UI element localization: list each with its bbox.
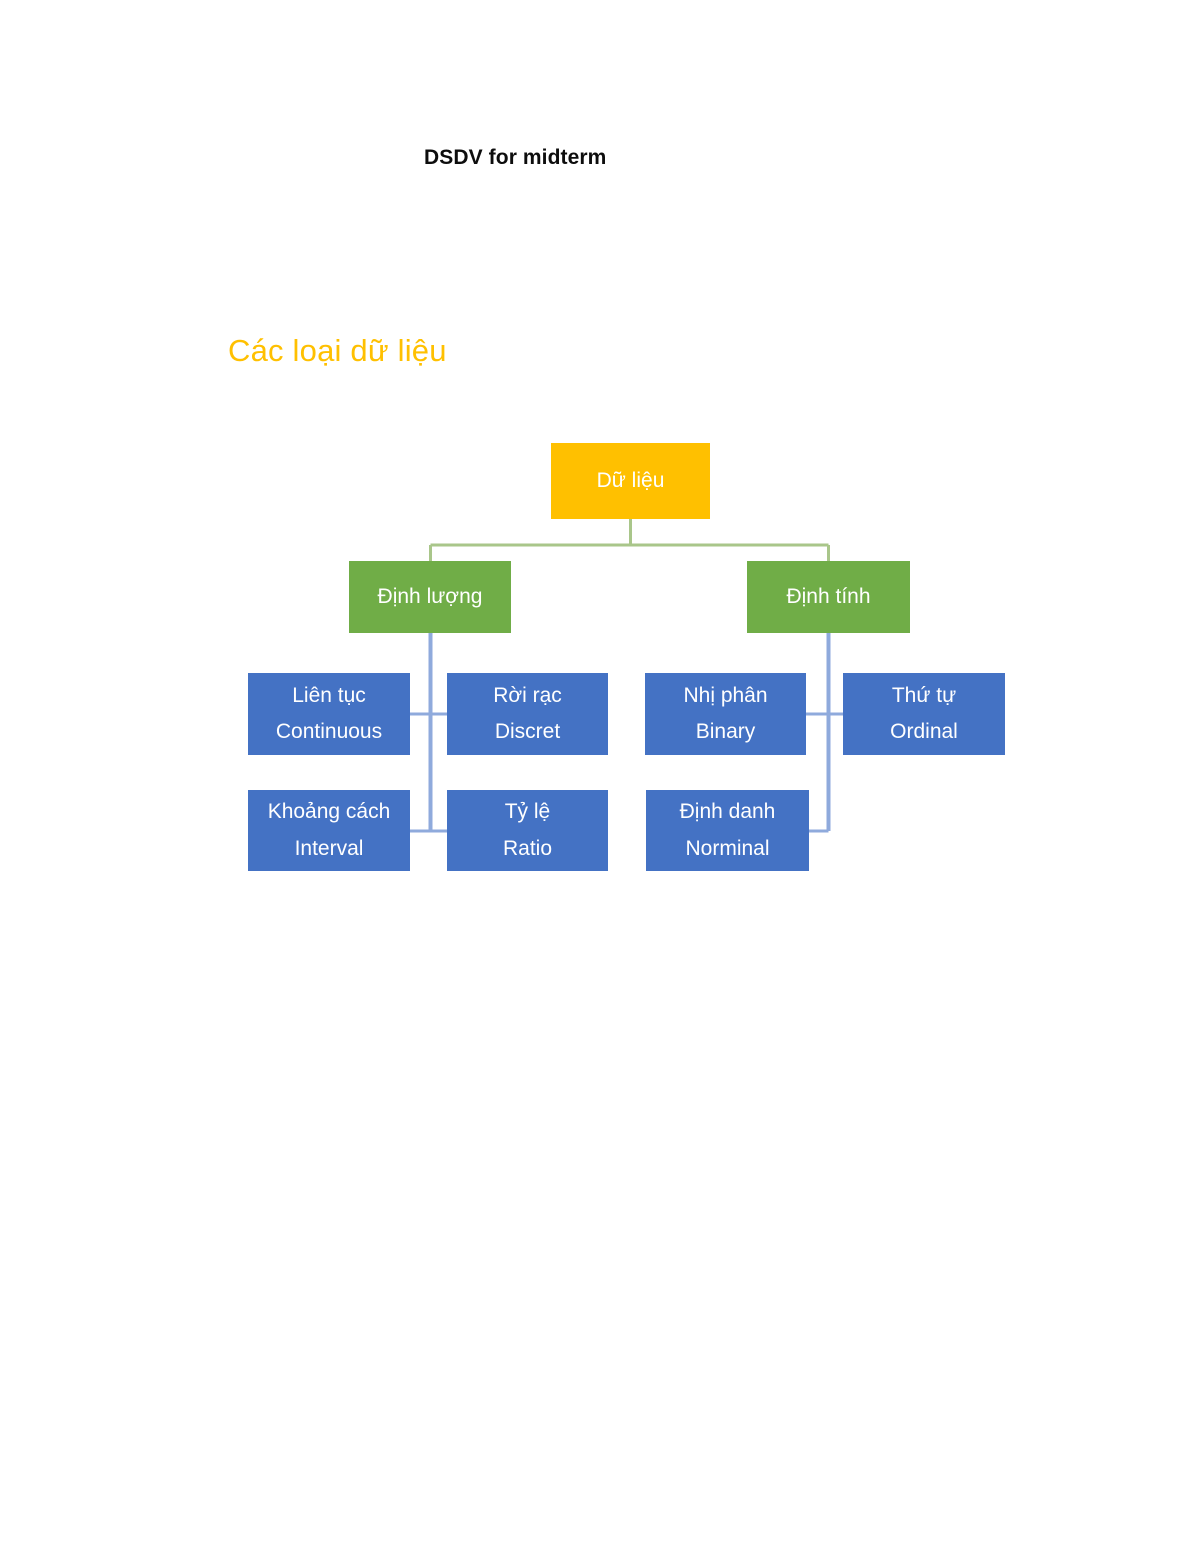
tree-node-ratio-label-en: Ratio: [502, 836, 553, 860]
tree-node-ratio-label-vi: Tỷ lệ: [504, 800, 551, 824]
tree-node-qualitative-label: Định tính: [786, 584, 871, 608]
tree-node-ratio[interactable]: Tỷ lệ Ratio: [447, 790, 608, 871]
tree-node-continuous-label-vi: Liên tục: [292, 683, 366, 707]
tree-node-ordinal-label-en: Ordinal: [890, 720, 958, 743]
tree-node-binary-label-vi: Nhị phân: [683, 683, 768, 707]
tree-node-ordinal[interactable]: Thứ tự Ordinal: [843, 673, 1005, 755]
tree-node-discret[interactable]: Rời rạc Discret: [447, 673, 608, 755]
tree-node-discret-label-en: Discret: [494, 720, 561, 743]
tree-node-continuous-label-en: Continuous: [275, 720, 383, 743]
page-title: DSDV for midterm: [424, 146, 607, 169]
tree-node-quantitative-label: Định lượng: [377, 584, 483, 608]
tree-node-interval-label-vi: Khoảng cách: [267, 800, 391, 824]
tree-node-binary-label-en: Binary: [695, 720, 756, 743]
tree-node-qualitative[interactable]: Định tính: [747, 561, 910, 633]
tree-node-ordinal-label-vi: Thứ tự: [891, 683, 957, 707]
tree-node-root-label: Dữ liệu: [596, 468, 665, 492]
tree-node-quantitative[interactable]: Định lượng: [349, 561, 511, 633]
tree-node-interval[interactable]: Khoảng cách Interval: [248, 790, 410, 871]
tree-node-nominal[interactable]: Định danh Norminal: [646, 790, 809, 871]
tree-node-interval-label-en: Interval: [294, 836, 364, 860]
section-heading: Các loại dữ liệu: [228, 333, 447, 368]
tree-node-binary[interactable]: Nhị phân Binary: [645, 673, 806, 755]
tree-node-continuous[interactable]: Liên tục Continuous: [248, 673, 410, 755]
tree-node-nominal-label-en: Norminal: [685, 836, 770, 860]
tree-node-discret-label-vi: Rời rạc: [493, 683, 562, 707]
tree-node-nominal-label-vi: Định danh: [679, 800, 776, 824]
tree-node-root[interactable]: Dữ liệu: [551, 443, 710, 519]
